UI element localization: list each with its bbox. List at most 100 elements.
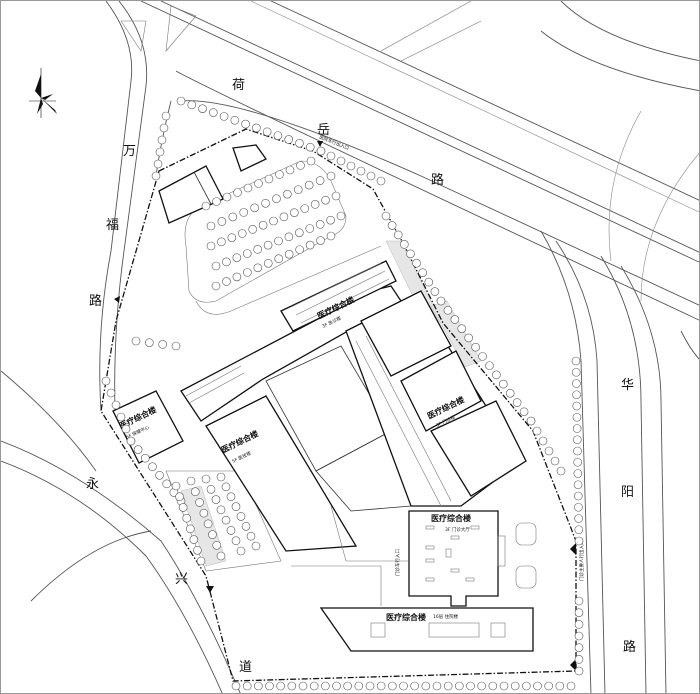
tree-icon [219,112,229,121]
tree-icon [237,229,247,238]
entrance-east-label: 门诊主要人行出入口 [578,541,585,582]
tree-icon [162,479,172,489]
tree-icon [346,161,356,171]
tree-icon [231,536,241,546]
tree-icon [295,139,304,148]
tree-icon [243,268,252,277]
tree-icon [185,524,195,534]
tree-icon [316,146,326,156]
tree-icon [121,424,131,434]
tree-icon [574,514,583,523]
tree-icon [574,608,584,617]
tree-icon [190,487,200,497]
tree-icon [572,390,581,400]
tree-icon [336,211,346,221]
tree-icon [572,412,582,422]
tree-icon [295,228,304,237]
tree-icon [574,631,584,641]
tree-icon [387,221,397,230]
tree-icon [512,398,522,407]
tree-icon [574,536,584,546]
road-label-sw-3: 道 [239,660,252,675]
tree-icon [326,151,336,161]
tree-icon [236,546,246,556]
tree-icon [450,315,460,324]
road-label-sw-1: 永 [86,477,99,492]
tree-icon [326,171,336,181]
tree-icon [196,556,206,566]
tree-icon [421,681,431,691]
tree-icon [306,156,316,166]
tree-icon [148,462,157,472]
tree-icon [326,215,335,225]
tree-icon [182,513,192,523]
tree-icon [326,231,336,241]
tree-icon [263,240,273,250]
site-boundary [100,128,577,682]
tree-icon [284,249,294,259]
trees [101,96,584,691]
entrance-arrow-north [317,141,323,147]
tree-icon [284,232,294,242]
tree-icon [226,492,236,502]
tree-icon [231,502,241,511]
tree-icon [211,281,221,291]
tree-icon [251,541,261,551]
tree-icon [366,171,376,181]
tree-icon [510,681,520,691]
tree-icon [261,198,270,208]
tree-icon [574,620,584,629]
building-outpatient-sub: 3F 门诊大厅 [445,526,470,533]
tree-icon [175,492,184,502]
tree-icon [253,245,262,254]
tree-icon [492,370,501,380]
entrance-arrow-southwest [206,586,214,593]
tree-icon [376,681,386,691]
road-label-north-2: 岳 [317,123,330,138]
tree-icon [228,212,238,222]
tree-icon [354,681,364,691]
tree-icon [230,115,240,125]
road-label-east-1: 华 [621,378,634,393]
tree-icon [158,340,167,349]
tree-icon [227,233,237,242]
tree-icon [216,551,226,561]
stair-ramp [185,262,390,404]
tree-icon [101,376,111,386]
tree-icon [157,135,167,145]
tree-icon [211,495,221,504]
tree-icon [195,498,204,507]
tree-icon [276,681,285,691]
tree-icon [574,666,584,676]
tree-icon [241,119,250,129]
building-outpatient: 医疗综合楼 3F 门诊大厅 [408,510,506,607]
tree-icon [488,681,498,691]
tree-icon [217,217,227,226]
entrance-arrow-west [114,296,120,303]
road-label-west-1: 万 [123,144,136,159]
tree-icon [126,436,136,446]
tree-icon [263,258,273,268]
tree-icon [236,512,246,521]
building-inpatient-sub: 16层 住院楼 [433,613,459,620]
tree-icon [198,104,207,113]
tree-icon [573,480,583,490]
tree-icon [176,96,186,106]
tree-icon [310,200,320,209]
tree-icon [246,531,256,541]
tree-icon [274,236,283,246]
tree-icon [573,446,582,456]
tree-icon [250,203,259,213]
tree-icon [221,482,231,492]
tree-icon [287,681,297,691]
tree-icon [106,388,116,398]
tree-icon [485,361,494,370]
tree-icon [533,681,542,691]
road-label-west-2: 福 [106,218,119,233]
tree-icon [443,681,453,691]
tree-icon [222,192,232,202]
tree-icon [221,515,231,525]
tree-icon [304,180,314,190]
tree-icon [381,211,391,221]
